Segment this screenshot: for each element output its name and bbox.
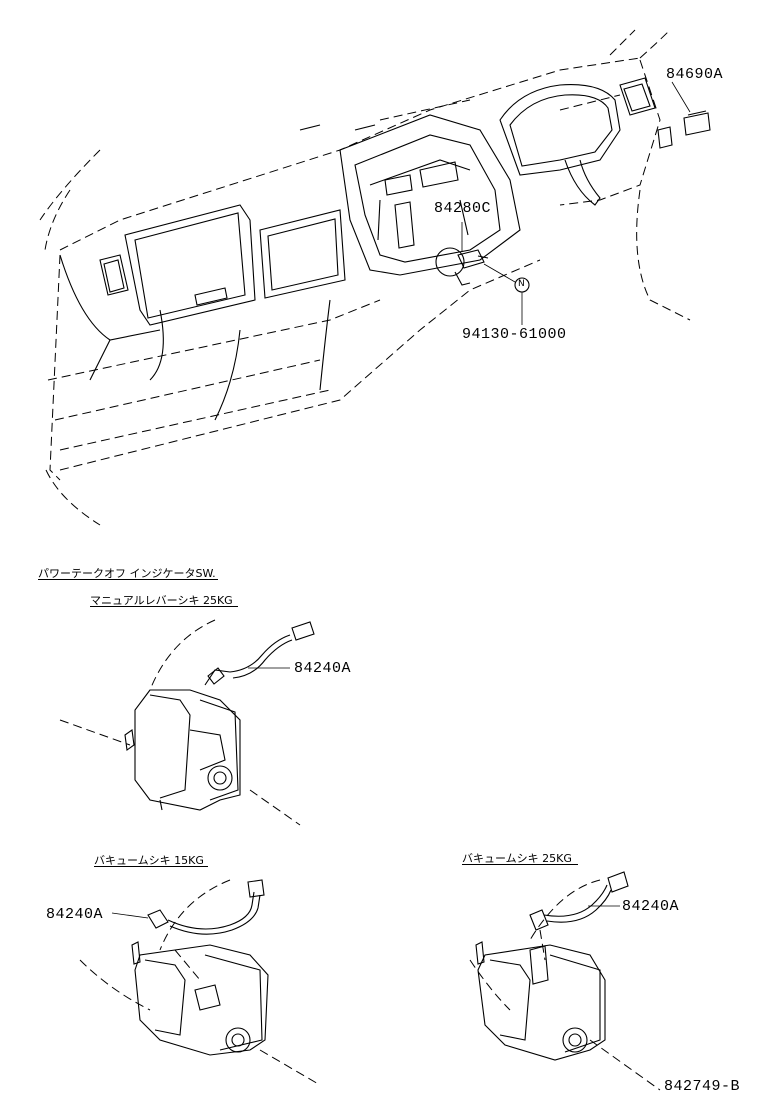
ptu-manual-lever-drawing xyxy=(59,619,315,826)
caption-vacuum-15kg: バキュームシキ 15KG xyxy=(94,854,204,867)
caption-vacuum-25kg-underline xyxy=(462,864,578,865)
caption-vacuum-15kg-underline xyxy=(94,866,208,867)
ptu-vacuum-15kg-drawing xyxy=(79,879,321,1086)
drawing-number: 842749-B xyxy=(664,1078,741,1095)
part-label-84280C: 84280C xyxy=(434,200,492,217)
n-marker: N xyxy=(518,279,525,289)
part-label-84690A: 84690A xyxy=(666,66,724,83)
caption-vacuum-25kg: バキュームシキ 25KG xyxy=(462,852,572,865)
section-title: パワーテークオフ インジケータSW. xyxy=(38,567,216,580)
part-label-84240A-manual: 84240A xyxy=(294,660,352,677)
section-title-underline xyxy=(38,579,218,580)
caption-manual-lever-underline xyxy=(90,606,238,607)
caption-manual-lever: マニュアルレバーシキ 25KG xyxy=(90,594,233,607)
part-label-84240A-vacuum-25: 84240A xyxy=(622,898,680,915)
part-label-84240A-vacuum-15: 84240A xyxy=(46,906,104,923)
instrument-panel-drawing xyxy=(39,29,711,526)
part-label-94130-61000: 94130-61000 xyxy=(462,326,567,343)
ptu-vacuum-25kg-drawing xyxy=(469,871,661,1091)
